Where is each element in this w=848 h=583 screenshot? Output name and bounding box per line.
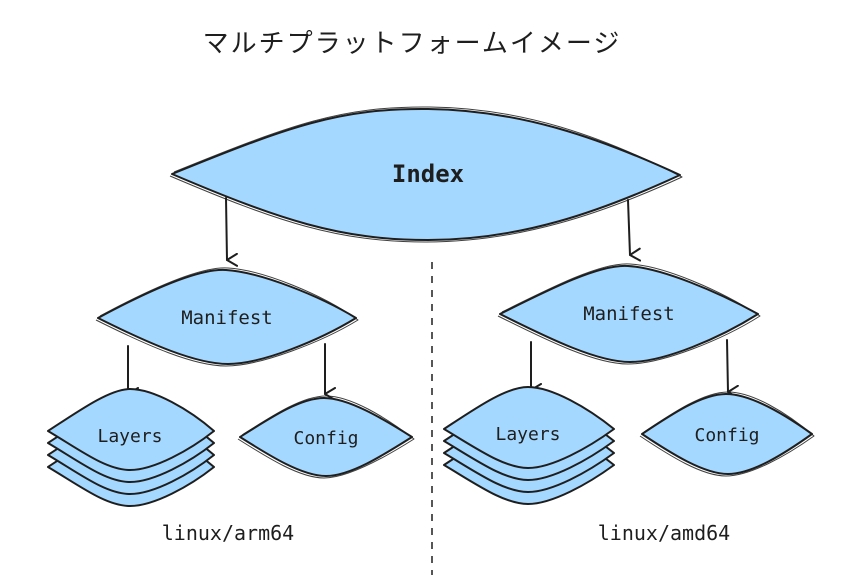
layers-label-arm64: Layers (97, 426, 162, 447)
config-label-arm64: Config (293, 428, 358, 449)
arrow-index-to-manifest-amd64 (627, 199, 642, 262)
manifest-label-amd64: Manifest (583, 303, 675, 325)
platform-label-arm64: linux/arm64 (162, 521, 294, 545)
layers-label-amd64: Layers (495, 424, 560, 445)
arrow-manifest-to-config-amd64 (726, 339, 740, 399)
config-node-arm64: Config (237, 395, 415, 479)
platform-label-amd64: linux/amd64 (598, 521, 730, 545)
arrow-index-to-manifest-arm64 (225, 197, 239, 267)
config-node-amd64: Config (639, 391, 815, 477)
manifest-node-amd64: Manifest (497, 263, 761, 365)
index-label: Index (392, 160, 464, 188)
layers-node-amd64: Layers (443, 386, 615, 505)
index-node: Index (169, 106, 683, 243)
manifest-label-arm64: Manifest (181, 307, 273, 329)
layers-node-arm64: Layers (47, 388, 215, 507)
diagram-title: マルチプラットフォームイメージ (203, 29, 622, 59)
manifest-node-arm64: Manifest (95, 267, 359, 367)
config-label-amd64: Config (694, 425, 759, 446)
